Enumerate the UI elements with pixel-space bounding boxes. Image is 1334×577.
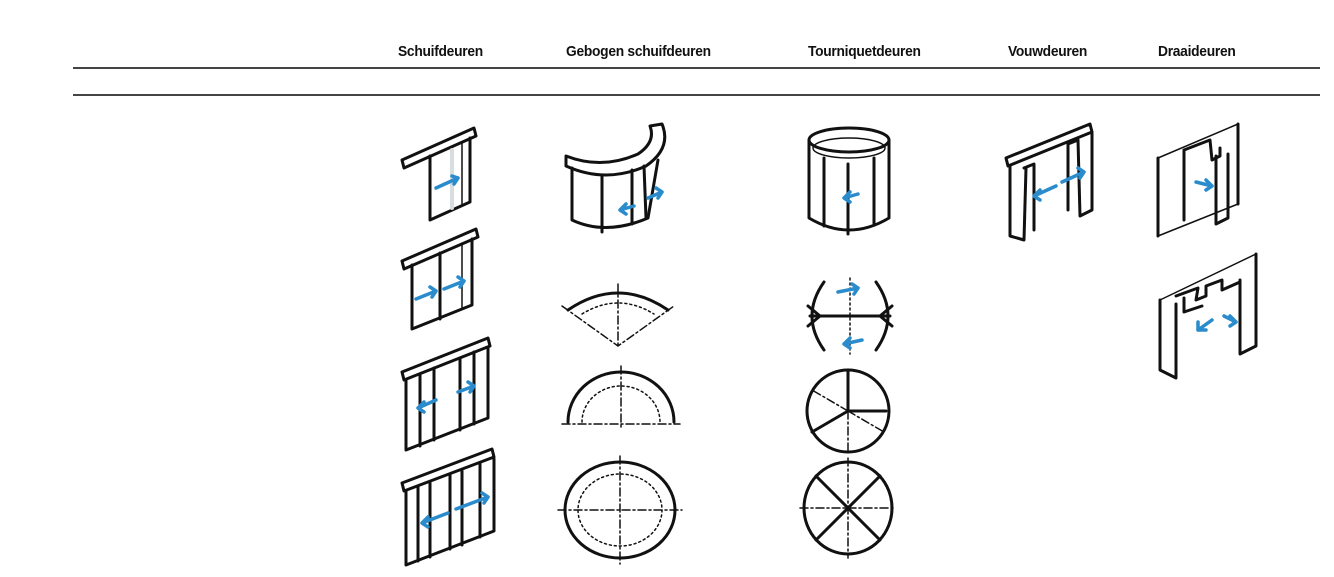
revolving-door-icon: [807, 126, 891, 236]
swing-door-double-icon: [1158, 252, 1258, 380]
double-sliding-door-icon: [400, 227, 480, 331]
header-gebogen-schuifdeuren: Gebogen schuifdeuren: [566, 43, 711, 60]
single-sliding-door-icon: [400, 126, 478, 222]
revolving-door-plan-two-wing-icon: [806, 277, 894, 355]
curved-door-plan-half-icon: [561, 365, 681, 429]
header-draaideuren: Draaideuren: [1158, 43, 1236, 60]
curved-sliding-door-icon: [564, 122, 667, 234]
revolving-door-plan-four-wing-icon: [799, 457, 897, 559]
divider-bottom: [73, 94, 1320, 96]
swing-door-single-icon: [1156, 122, 1240, 238]
revolving-door-plan-three-wing-icon: [805, 368, 891, 455]
curved-door-plan-quarter-icon: [561, 283, 675, 347]
divider-top: [73, 67, 1320, 69]
folding-door-icon: [1004, 122, 1094, 242]
curved-door-plan-full-icon: [557, 455, 683, 565]
multi-panel-sliding-door-icon: [400, 447, 496, 567]
telescopic-sliding-door-icon: [400, 336, 492, 452]
header-vouwdeuren: Vouwdeuren: [1008, 43, 1088, 60]
header-schuifdeuren: Schuifdeuren: [398, 43, 483, 60]
header-tourniquetdeuren: Tourniquetdeuren: [808, 43, 921, 60]
